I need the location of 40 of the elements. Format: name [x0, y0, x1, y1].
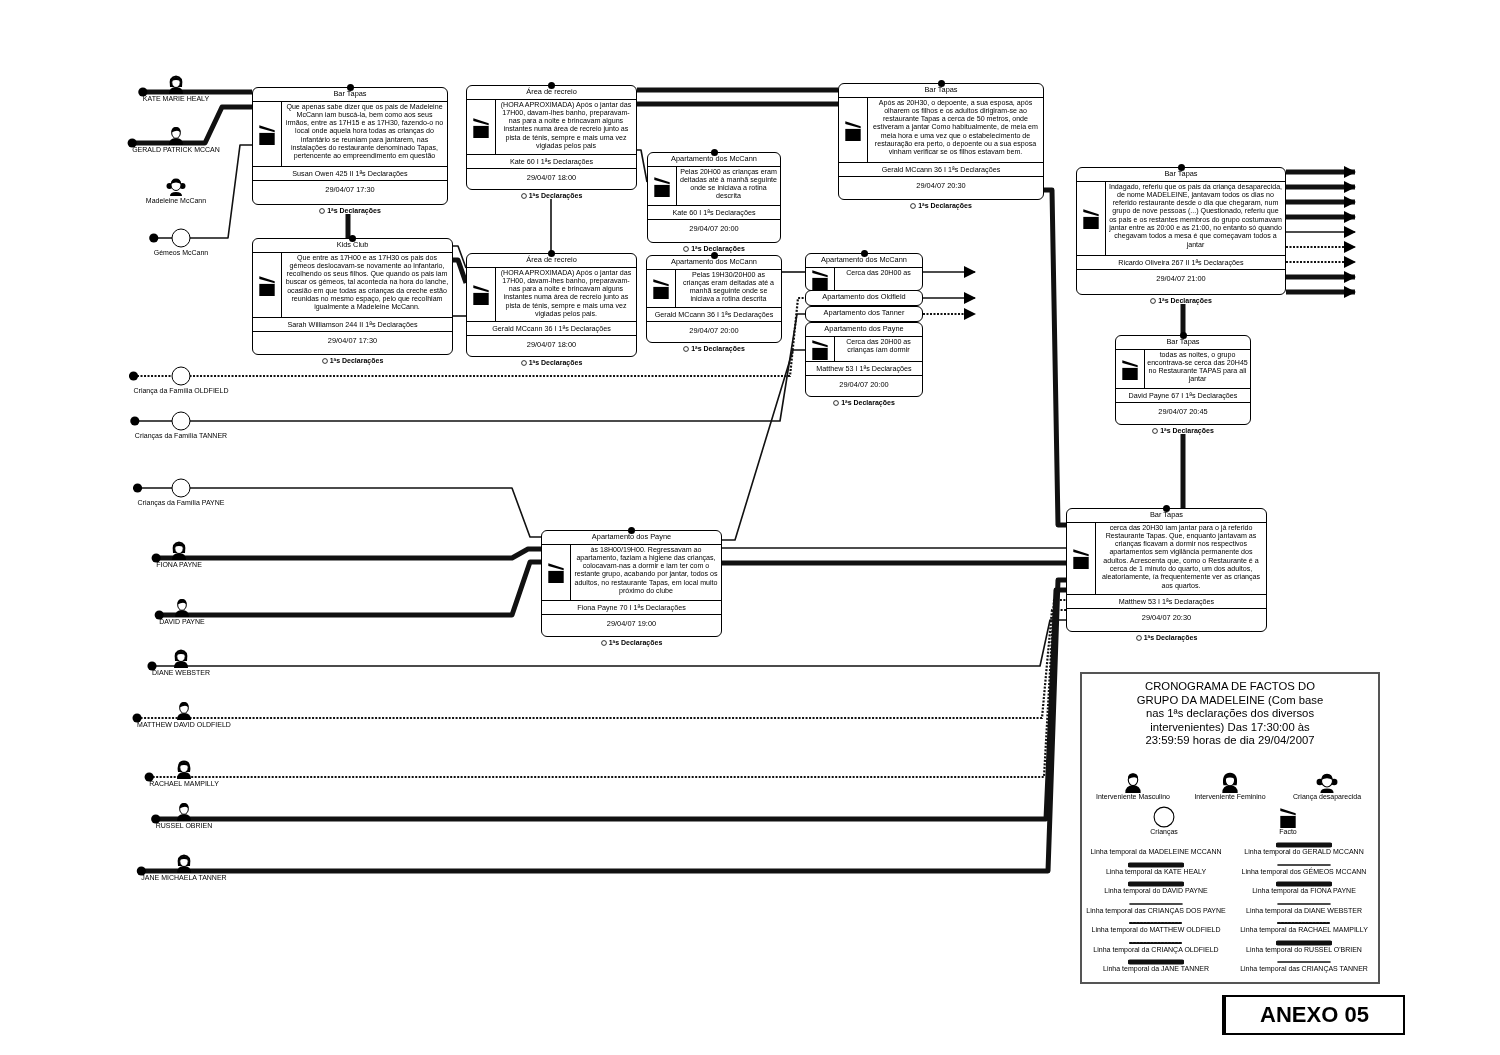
timeline-line — [127, 104, 252, 148]
timeline-line — [151, 587, 1067, 824]
timeline-line — [721, 547, 1067, 549]
arrow — [1286, 166, 1356, 178]
timeline-line — [138, 87, 252, 97]
timeline-line — [136, 577, 1068, 876]
timeline-line — [132, 483, 542, 538]
timeline-line — [345, 214, 351, 238]
timeline-line — [144, 598, 1066, 782]
arrow — [1286, 286, 1356, 298]
arrow — [1286, 241, 1356, 253]
timeline-line — [452, 245, 467, 269]
timeline-line — [452, 315, 467, 317]
timeline-line — [637, 101, 838, 107]
arrow — [1285, 226, 1356, 238]
arrow — [1286, 181, 1356, 193]
timeline-line — [721, 349, 806, 541]
arrow — [1286, 211, 1356, 223]
arrow — [1286, 256, 1356, 268]
arrow — [922, 292, 976, 304]
arrow — [1286, 196, 1356, 208]
legend-title: CRONOGRAMA DE FACTOS DO GRUPO DA MADELEINE (Com base nas 1ªs declarações dos diversos intervenientes) Das 17:30:00 às 23:59:59 horas de dia 29/04/2007 — [1135, 680, 1325, 748]
timeline-line — [1180, 304, 1186, 335]
annex-label: ANEXO 05 — [1222, 995, 1405, 1035]
arrow — [922, 266, 976, 278]
arrow — [1286, 271, 1356, 283]
timeline-line — [637, 87, 838, 93]
timeline-line — [132, 608, 1066, 723]
timeline-line — [147, 619, 1067, 671]
timeline-line — [722, 560, 1066, 566]
timeline-line — [781, 271, 806, 273]
timeline-line — [1180, 434, 1186, 508]
timeline-line — [149, 144, 253, 243]
timeline-line — [151, 546, 541, 563]
timeline-line — [130, 313, 806, 426]
timeline-line — [154, 559, 541, 620]
timeline-line — [636, 149, 648, 183]
timeline-line — [128, 296, 806, 381]
timeline-line — [1044, 187, 1066, 528]
arrow — [923, 308, 976, 320]
